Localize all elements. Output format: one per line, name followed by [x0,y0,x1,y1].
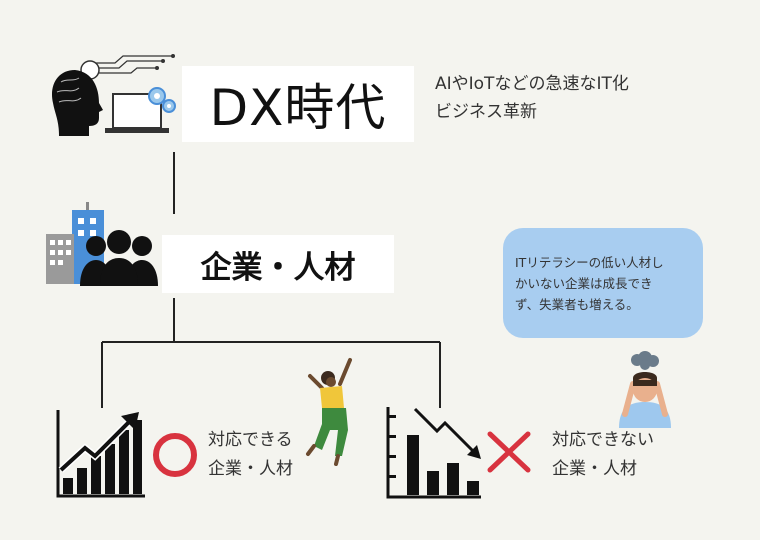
bubble-line1: ITリテラシーの低い人材し [515,255,664,270]
good-label-line1: 対応できる [208,430,293,450]
dx-era-title: DX時代 [182,66,414,142]
falling-chart-icon [386,407,481,499]
bubble-line2: かいない企業は成長でき [515,276,653,291]
bad-cross-mark [487,431,531,473]
warning-speech-bubble: ITリテラシーの低い人材し かいない企業は成長でき ず、失業者も増える。 [503,228,703,338]
dx-description-line1: AIやIoTなどの急速なIT化 [435,74,629,94]
dx-description-line2: ビジネス革新 [435,102,537,122]
company-talent-title: 企業・人材 [162,235,394,293]
worried-man-icon [619,351,671,428]
ai-head-icon [51,54,176,136]
bad-label: 対応できない 企業・人材 [552,426,654,484]
dx-description: AIやIoTなどの急速なIT化 ビジネス革新 [435,70,629,126]
rising-chart-icon [56,410,145,498]
bad-label-line2: 企業・人材 [552,459,637,479]
good-label: 対応できる 企業・人材 [208,426,293,484]
company-people-icon [46,202,158,286]
good-label-line2: 企業・人材 [208,459,293,479]
jumping-woman-icon [306,358,352,466]
bad-label-line1: 対応できない [552,430,654,450]
good-circle-mark [153,433,197,477]
bubble-line3: ず、失業者も増える。 [515,297,639,312]
